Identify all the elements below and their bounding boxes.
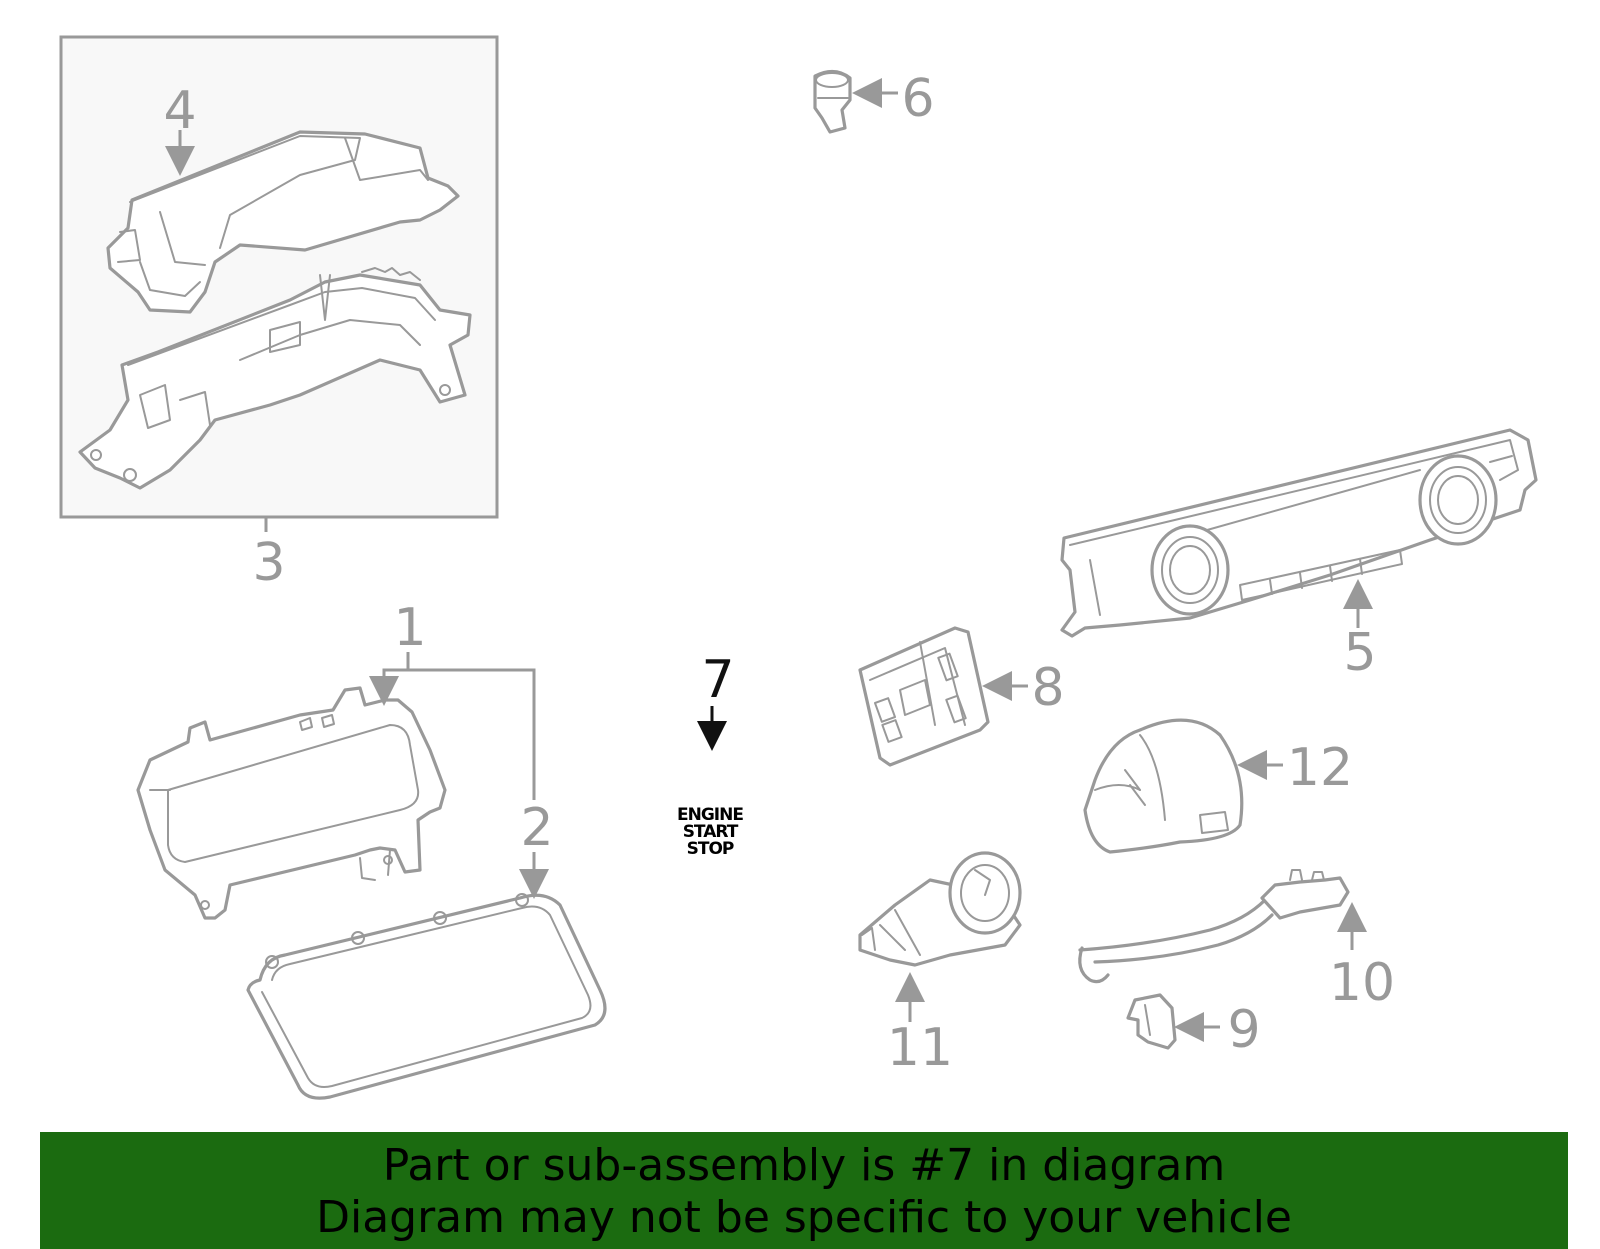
callout-9: 9 [1227,1000,1260,1060]
part-4-upper-cover [106,130,460,314]
part-1-cluster-housing [136,686,447,920]
part-11-socket [858,851,1022,967]
callout-12: 12 [1287,738,1353,798]
callout-8: 8 [1031,658,1064,718]
callout-2: 2 [520,798,553,858]
callout-10: 10 [1329,953,1395,1013]
leader-lines [165,78,1373,1042]
callout-5: 5 [1343,623,1376,683]
callout-11: 11 [887,1018,953,1078]
callout-6: 6 [901,69,934,129]
banner-line-1: Part or sub-assembly is #7 in diagram [382,1140,1226,1191]
part-8-switch-module [858,626,990,767]
callout-3: 3 [252,533,285,593]
start-button-line3: STOP [687,839,734,859]
notice-banner: Part or sub-assembly is #7 in diagram Di… [40,1132,1568,1249]
part-10-cable [1078,869,1350,984]
start-button-line2: START [683,822,739,842]
callout-4: 4 [163,81,196,141]
banner-line-2: Diagram may not be specific to your vehi… [316,1192,1292,1243]
part-5-climate-control-panel [1060,428,1538,638]
part-12-cover [1083,718,1244,854]
callout-1: 1 [393,598,426,658]
callout-numbers: 4 3 6 1 2 7 5 8 12 10 9 11 [163,69,1395,1078]
callout-7: 7 [701,650,734,710]
part-6-clip [813,69,852,134]
start-button-line1: ENGINE [677,805,743,825]
part-2-display-lens [246,893,607,1100]
part-3-lower-bracket [78,267,472,490]
part-9-clip [1126,993,1177,1050]
part-7-start-stop-button: ENGINE START STOP [677,805,744,859]
